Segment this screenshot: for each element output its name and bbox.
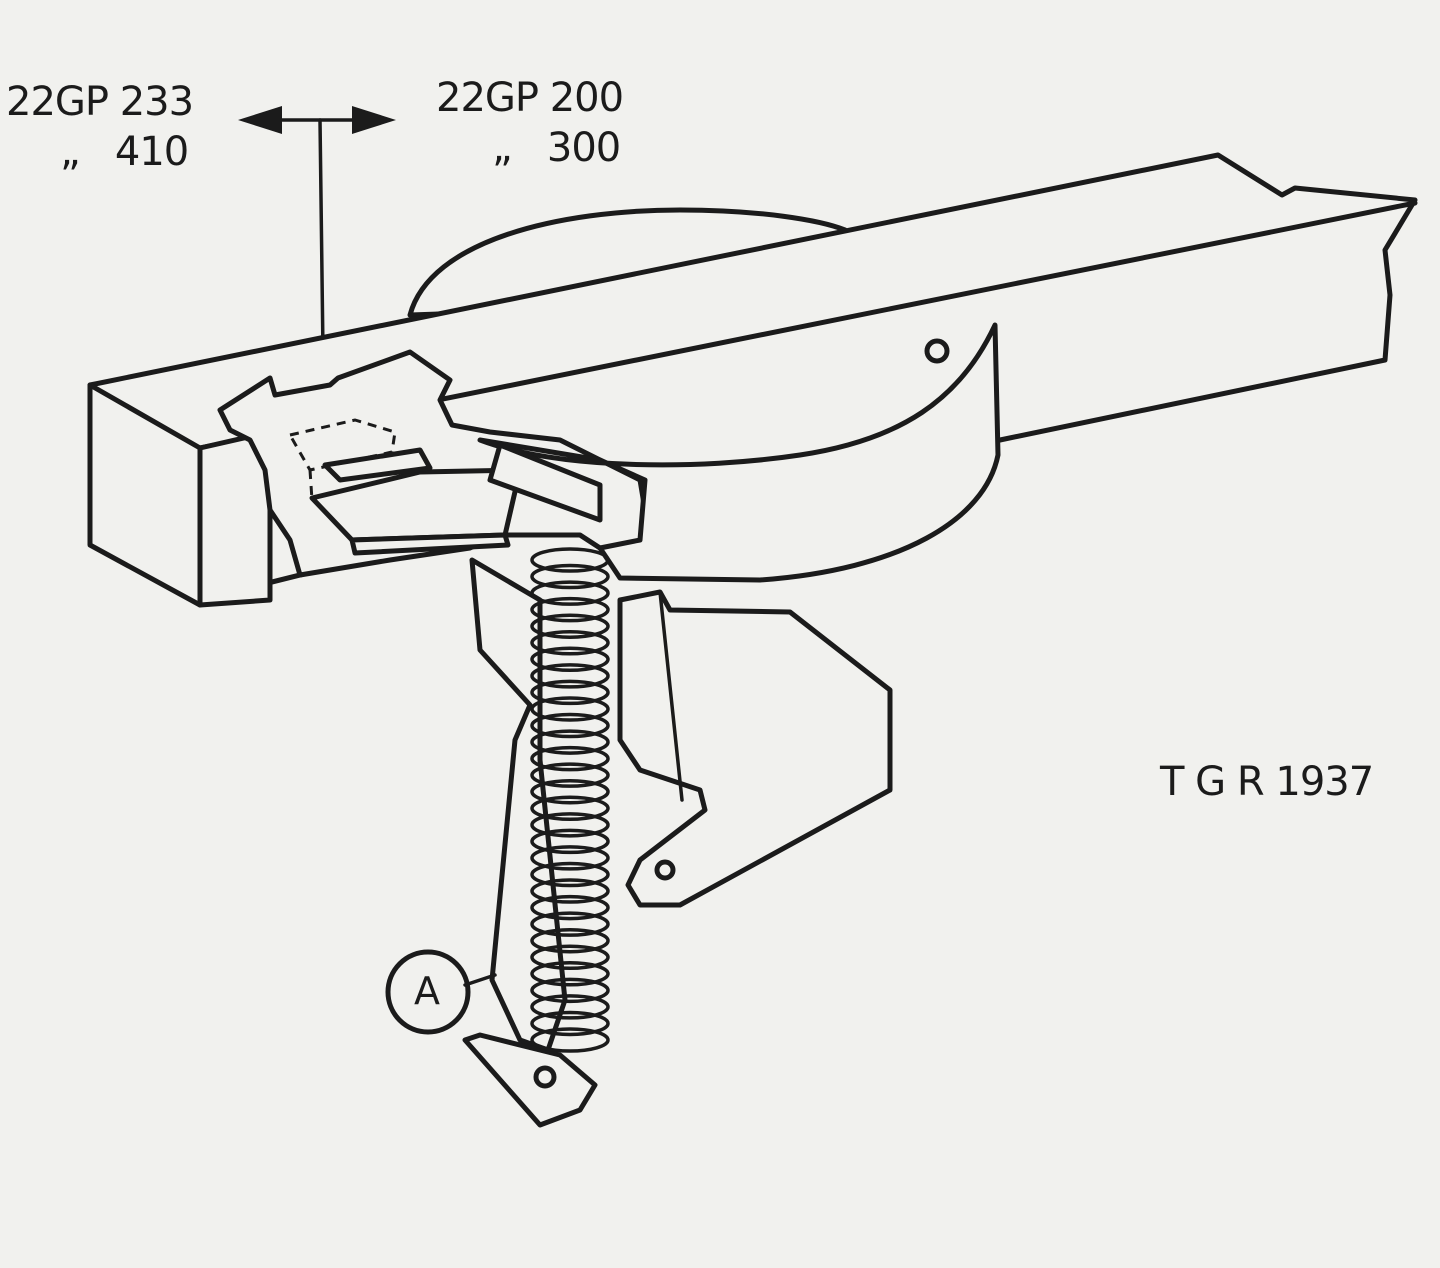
callout-circle (385, 949, 471, 1035)
right-alt-number: „ 300 (492, 125, 621, 171)
spring-coil (530, 894, 610, 921)
spring-coil (530, 712, 610, 739)
spring-coil (530, 845, 610, 871)
left-alt-number: „ 410 (60, 129, 189, 175)
left-part-number: 22GP 233 (6, 79, 194, 125)
support-bracket (617, 589, 893, 908)
spring-coil (530, 878, 610, 904)
hidden-plate-outline (287, 418, 397, 472)
lower-lever-arm (462, 1032, 598, 1128)
spring-coil (530, 630, 610, 656)
spring-coil (530, 911, 610, 937)
spring-coil (530, 596, 610, 623)
spring-coil (530, 778, 610, 805)
turntable-disc-body (477, 322, 1001, 583)
callout-letter: A (414, 969, 440, 1013)
spring-coil (530, 861, 610, 888)
spring-coil (530, 663, 610, 689)
spring-coil (530, 994, 610, 1020)
spring-coil (530, 795, 610, 822)
coil-spring (530, 547, 610, 1053)
spring-coil (530, 812, 610, 838)
pivot-hole (924, 338, 950, 364)
spring-coil (530, 696, 610, 722)
spring-coil (530, 762, 610, 788)
spring-coil (530, 927, 610, 954)
spring-coil (530, 613, 610, 639)
spring-coil (530, 729, 610, 755)
lever-pivot-hole (533, 1065, 557, 1089)
linkage-bar (487, 442, 603, 523)
spring-coil (530, 563, 610, 590)
sliding-plate (309, 467, 523, 543)
spring-coil (530, 1010, 610, 1037)
figure-code: T G R 1937 (1160, 759, 1374, 805)
spring-coil (530, 961, 610, 987)
spring-coil (530, 580, 610, 606)
spring-coil (530, 646, 610, 673)
spring-coil (530, 977, 610, 1004)
spring-coil (530, 547, 610, 573)
spring-coil (530, 1027, 610, 1053)
vertical-lever (469, 557, 568, 1053)
spring-coil (530, 745, 610, 772)
right-part-number: 22GP 200 (436, 75, 624, 121)
spring-coil (530, 828, 610, 855)
spring-coil (530, 679, 610, 706)
spring-coil (530, 944, 610, 970)
